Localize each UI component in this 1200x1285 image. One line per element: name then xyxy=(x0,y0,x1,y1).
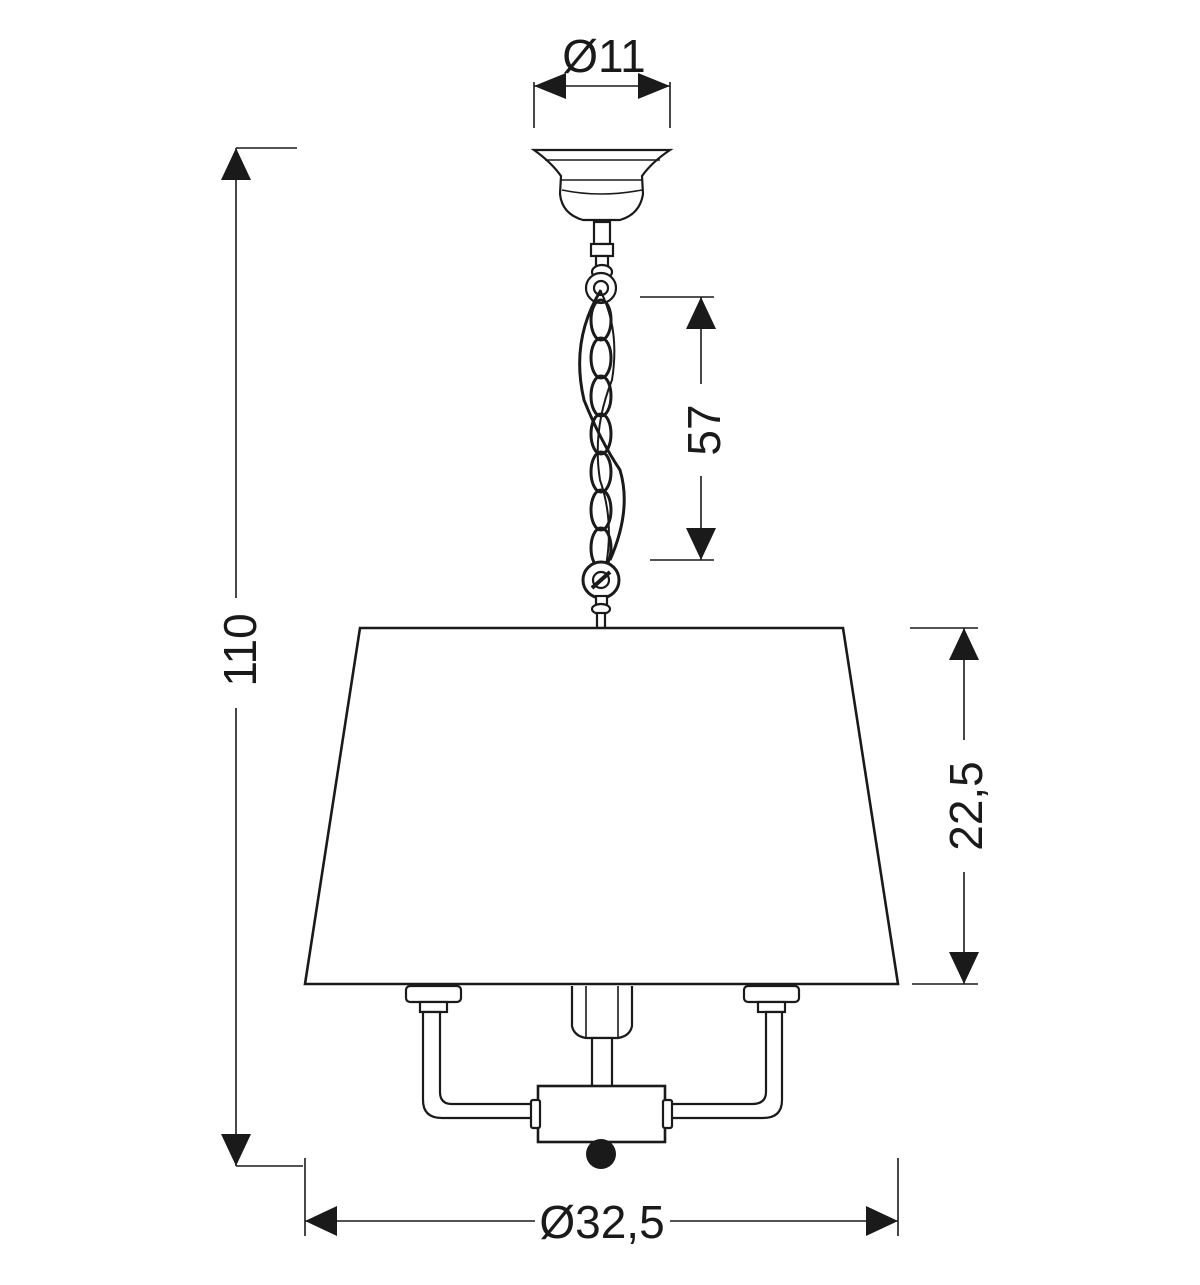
arrowhead xyxy=(686,528,716,560)
arrowhead xyxy=(866,1206,898,1236)
arrowhead xyxy=(638,73,670,99)
arrowhead xyxy=(534,73,566,99)
arrowhead xyxy=(221,148,251,180)
lamp-shade xyxy=(303,626,900,986)
chain-length-label: 57 xyxy=(678,404,730,455)
shade-diameter-label: Ø32,5 xyxy=(539,1196,664,1248)
dimension-total-height: 110 xyxy=(214,147,303,1167)
arrowhead xyxy=(686,297,716,329)
hanging-chain xyxy=(578,220,626,630)
dimension-chain-length: 57 xyxy=(640,296,730,561)
dimension-canopy-diameter: Ø11 xyxy=(533,30,671,128)
arrowhead xyxy=(305,1206,337,1236)
canopy-diameter-label: Ø11 xyxy=(562,30,646,82)
arrowhead xyxy=(949,628,979,660)
dimension-shade-height: 22,5 xyxy=(910,627,992,985)
ceiling-canopy xyxy=(530,148,674,222)
total-height-label: 110 xyxy=(214,613,266,686)
lamp-arms xyxy=(404,984,801,1169)
arrowhead xyxy=(949,952,979,984)
arrowhead xyxy=(221,1134,251,1166)
shade-height-label: 22,5 xyxy=(940,761,992,851)
dimension-shade-diameter: Ø32,5 xyxy=(304,1158,899,1248)
